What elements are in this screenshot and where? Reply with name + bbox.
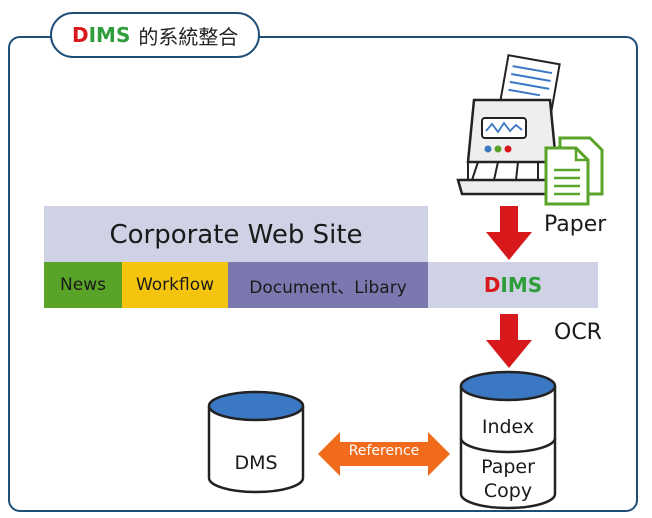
diagram-frame [8,36,638,512]
ocr-flow-arrow [486,314,532,368]
paper-label: Paper [544,212,607,237]
paper-copy-line1: Paper [481,456,535,478]
corporate-web-site-title: Corporate Web Site [44,206,428,264]
tab-workflow: Workflow [122,262,228,308]
tab-document-library: Document、Libary [228,262,428,308]
dms-cylinder [207,390,305,494]
dms-label: DMS [234,452,278,474]
dims-ims: IMS [500,273,543,297]
reference-label: Reference [348,443,420,459]
paper-copy-line2: Copy [483,480,533,502]
title-dims-ims: IMS [88,23,131,47]
reference-arrow [318,432,450,476]
tab-news: News [44,262,122,308]
paper-documents-icon [544,136,604,206]
title-text: 的系統整合 [138,24,239,49]
dims-d: D [483,273,501,297]
paper-copy-cylinder [459,370,557,510]
ocr-label: OCR [554,320,602,345]
title-dims-d: D [72,23,89,47]
index-label: Index [481,416,535,438]
scanner-icon [456,54,562,196]
paper-flow-arrow [486,206,532,260]
